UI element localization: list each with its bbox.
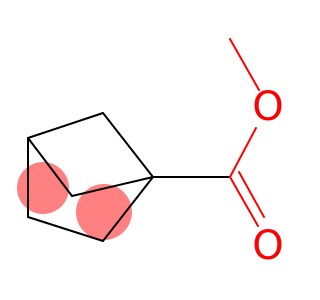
carbonyl-oxygen-label: O	[252, 223, 283, 269]
atom-labels: O O	[252, 84, 283, 269]
bonds	[27, 38, 265, 242]
bond-carbonyl-double-b	[238, 171, 265, 218]
bond-c1-c2	[27, 112, 104, 139]
bond-ester-o-methyl	[229, 38, 260, 91]
bond-carbonyl-double-a	[229, 176, 259, 227]
ester-oxygen-label: O	[252, 84, 283, 130]
molecule-structure-diagram: O O	[17, 38, 284, 269]
bond-c2-c3	[102, 112, 154, 178]
bond-c4-c6	[27, 216, 104, 242]
bond-c6-c3	[102, 176, 154, 242]
bond-carbonyl-c-ester-o	[229, 127, 257, 178]
highlight-atom-c4	[17, 162, 69, 214]
bond-c1-c5	[27, 137, 73, 197]
atom-highlights	[17, 162, 132, 240]
bond-c5-c3	[71, 176, 154, 197]
highlight-atom-c5	[76, 184, 132, 240]
